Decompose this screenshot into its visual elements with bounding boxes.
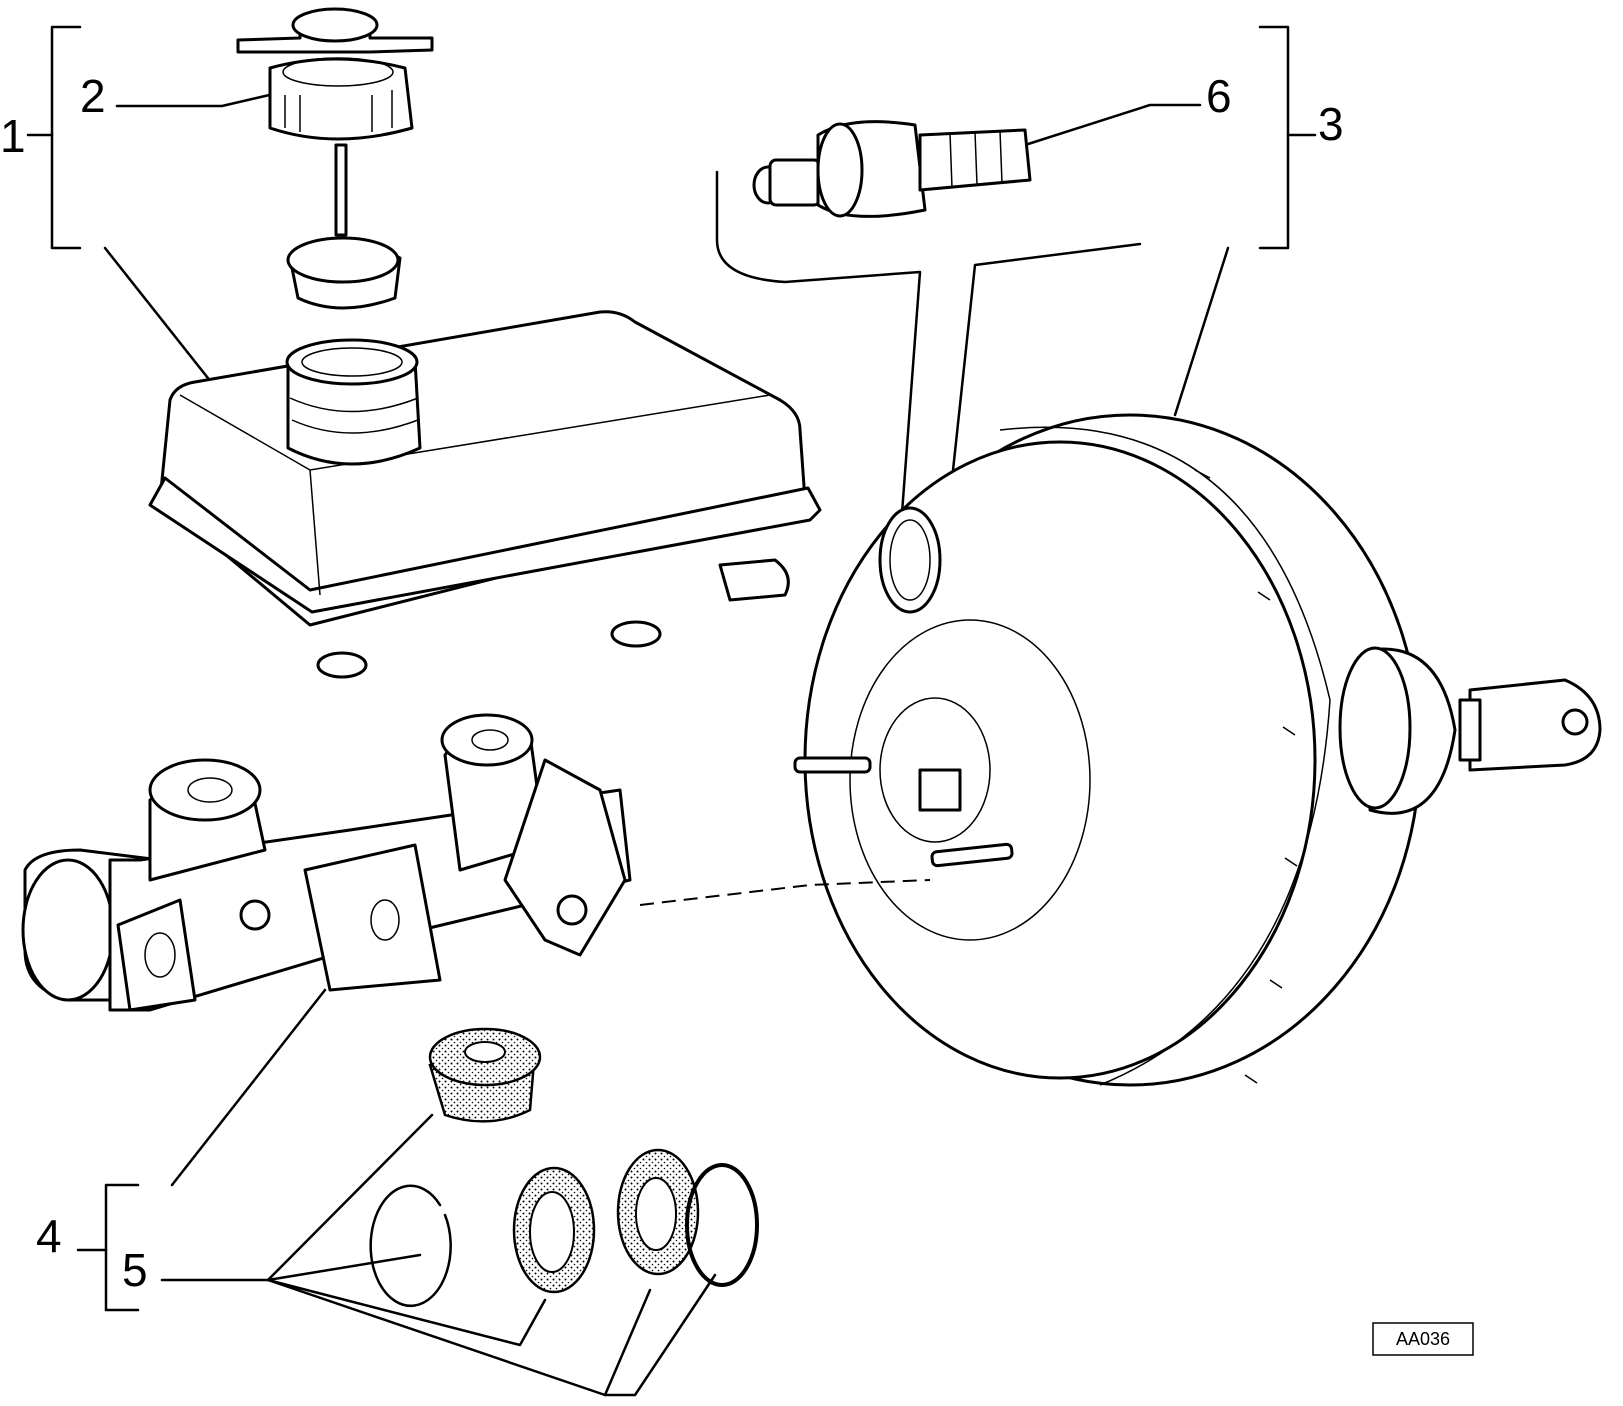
bracket-group-4 <box>76 988 327 1312</box>
reservoir-cap <box>236 7 434 310</box>
leader-lines <box>115 91 1202 1397</box>
bracket-group-3 <box>1173 25 1317 417</box>
brake-servo-booster <box>793 413 1602 1087</box>
label-6: 6 <box>1206 70 1232 122</box>
seal-kit <box>369 1027 759 1308</box>
label-3: 3 <box>1318 98 1344 150</box>
drawing-code: AA036 <box>1396 1329 1450 1349</box>
label-2: 2 <box>80 70 106 122</box>
brake-fluid-reservoir <box>148 310 822 679</box>
drawing-code-box: AA036 <box>1372 1322 1474 1356</box>
label-4: 4 <box>36 1210 62 1262</box>
master-cylinder <box>21 713 931 1012</box>
label-5: 5 <box>122 1244 148 1296</box>
check-valve <box>752 120 1032 218</box>
bracket-group-1 <box>26 25 217 389</box>
label-1: 1 <box>0 110 26 162</box>
